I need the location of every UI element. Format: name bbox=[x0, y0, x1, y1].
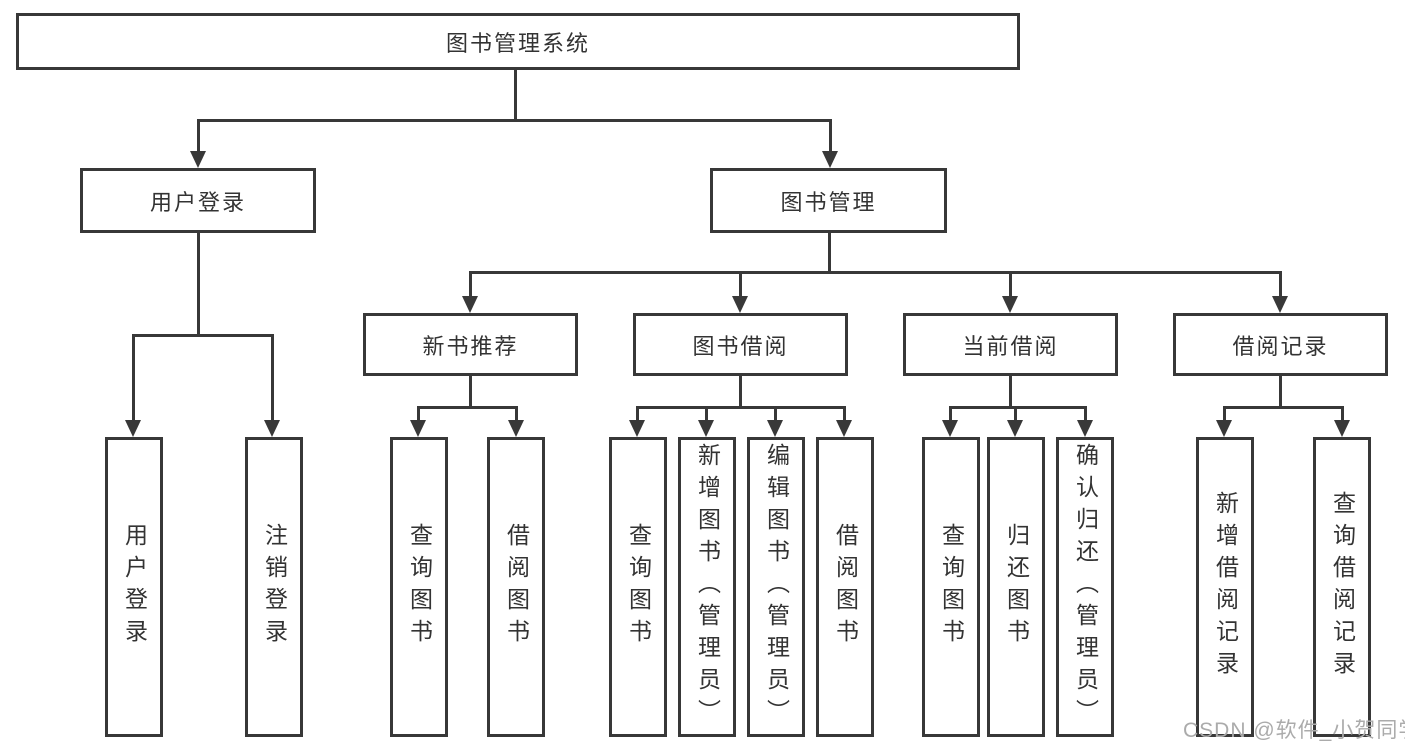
connector-line bbox=[705, 406, 708, 423]
connector-line bbox=[1341, 406, 1344, 423]
arrowhead-down-icon bbox=[1334, 420, 1350, 437]
connector-line bbox=[636, 406, 639, 423]
connector-line bbox=[469, 271, 1282, 274]
leaf-br-add-record: 新增借阅记录 bbox=[1196, 437, 1254, 737]
connector-line bbox=[1279, 271, 1282, 298]
arrowhead-down-icon bbox=[822, 151, 838, 168]
csdn-watermark: CSDN @软件_小贺同学 bbox=[1183, 719, 1405, 742]
leaf-bb-query-book: 查询图书 bbox=[609, 437, 667, 737]
node-root: 图书管理系统 bbox=[16, 13, 1020, 70]
connector-line bbox=[1009, 376, 1012, 409]
arrowhead-down-icon bbox=[190, 151, 206, 168]
connector-line bbox=[417, 406, 518, 409]
leaf-cb-confirm-return: 确认归还（管理员） bbox=[1056, 437, 1114, 737]
connector-line bbox=[774, 406, 777, 423]
arrowhead-down-icon bbox=[1216, 420, 1232, 437]
connector-line bbox=[417, 406, 420, 423]
arrowhead-down-icon bbox=[462, 296, 478, 313]
arrowhead-down-icon bbox=[508, 420, 524, 437]
connector-line bbox=[1014, 406, 1017, 423]
arrowhead-down-icon bbox=[125, 420, 141, 437]
connector-line bbox=[828, 233, 831, 274]
connector-line bbox=[132, 334, 135, 422]
leaf-bb-borrow-book: 借阅图书 bbox=[816, 437, 874, 737]
leaf-bb-add-book: 新增图书（管理员） bbox=[678, 437, 736, 737]
connector-line bbox=[469, 376, 472, 409]
leaf-logout: 注销登录 bbox=[245, 437, 303, 737]
connector-line bbox=[514, 70, 517, 121]
arrowhead-down-icon bbox=[836, 420, 852, 437]
connector-line bbox=[469, 271, 472, 298]
node-current-borrowing: 当前借阅 bbox=[903, 313, 1118, 376]
connector-line bbox=[949, 406, 952, 423]
connector-line bbox=[829, 119, 832, 153]
arrowhead-down-icon bbox=[942, 420, 958, 437]
leaf-rec-query-book: 查询图书 bbox=[390, 437, 448, 737]
node-book-borrowing: 图书借阅 bbox=[633, 313, 848, 376]
connector-line bbox=[1223, 406, 1226, 423]
connector-line bbox=[1223, 406, 1344, 409]
arrowhead-down-icon bbox=[410, 420, 426, 437]
arrowhead-down-icon bbox=[629, 420, 645, 437]
connector-line bbox=[1009, 271, 1012, 298]
leaf-cb-return-book: 归还图书 bbox=[987, 437, 1045, 737]
connector-line bbox=[739, 271, 742, 298]
leaf-bb-edit-book: 编辑图书（管理员） bbox=[747, 437, 805, 737]
connector-line bbox=[271, 334, 274, 422]
node-book-management: 图书管理 bbox=[710, 168, 947, 233]
arrowhead-down-icon bbox=[698, 420, 714, 437]
node-new-book-recommend: 新书推荐 bbox=[363, 313, 578, 376]
leaf-user-login: 用户登录 bbox=[105, 437, 163, 737]
leaf-rec-borrow-book: 借阅图书 bbox=[487, 437, 545, 737]
connector-line bbox=[843, 406, 846, 423]
node-borrowing-records: 借阅记录 bbox=[1173, 313, 1388, 376]
leaf-cb-query-book: 查询图书 bbox=[922, 437, 980, 737]
leaf-br-query-record: 查询借阅记录 bbox=[1313, 437, 1371, 737]
arrowhead-down-icon bbox=[1007, 420, 1023, 437]
arrowhead-down-icon bbox=[732, 296, 748, 313]
connector-line bbox=[197, 119, 200, 153]
arrowhead-down-icon bbox=[1077, 420, 1093, 437]
connector-line bbox=[636, 406, 846, 409]
connector-line bbox=[949, 406, 1087, 409]
node-user-login: 用户登录 bbox=[80, 168, 316, 233]
connector-line bbox=[515, 406, 518, 423]
connector-line bbox=[1279, 376, 1282, 409]
connector-line bbox=[197, 233, 200, 337]
connector-line bbox=[739, 376, 742, 409]
connector-line bbox=[1084, 406, 1087, 423]
connector-line bbox=[132, 334, 274, 337]
connector-line bbox=[197, 119, 832, 122]
arrowhead-down-icon bbox=[1002, 296, 1018, 313]
arrowhead-down-icon bbox=[264, 420, 280, 437]
arrowhead-down-icon bbox=[767, 420, 783, 437]
arrowhead-down-icon bbox=[1272, 296, 1288, 313]
